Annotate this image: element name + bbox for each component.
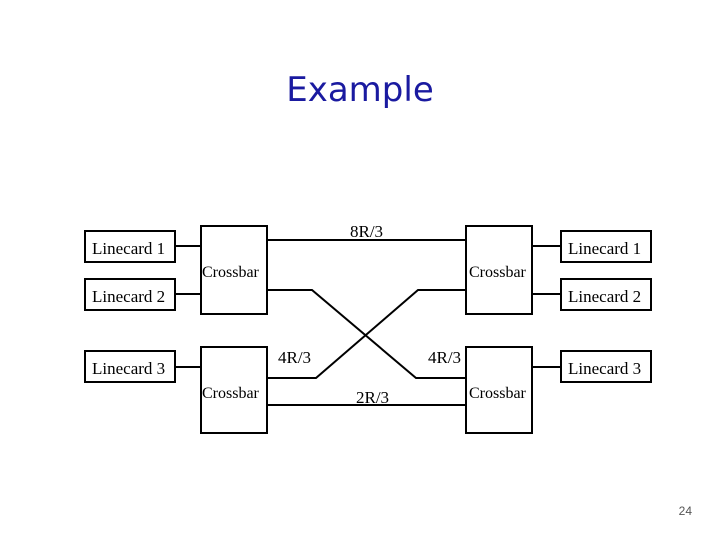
linecard-left-3: Linecard 3: [84, 350, 176, 383]
linecard-right-3-label: Linecard 3: [568, 359, 642, 378]
linecard-right-3: Linecard 3: [560, 350, 652, 383]
rate-bottom-label: 2R/3: [356, 388, 390, 407]
slide-title: Example: [286, 70, 434, 110]
crossbar-top-right-label: Crossbar: [469, 264, 526, 281]
linecard-left-1-label: Linecard 1: [92, 239, 166, 258]
crossbar-bottom-left: Crossbar: [200, 346, 268, 434]
crossbar-bottom-right-label: Crossbar: [469, 385, 526, 402]
linecard-left-2: Linecard 2: [84, 278, 176, 311]
link-cross-a: [267, 289, 465, 379]
page-number: 24: [678, 504, 692, 518]
linecard-left-2-label: Linecard 2: [92, 287, 166, 306]
linecard-right-2-label: Linecard 2: [568, 287, 642, 306]
link-cross-b: [267, 289, 465, 379]
linecard-right-1-label: Linecard 1: [568, 239, 642, 258]
linecard-left-3-label: Linecard 3: [92, 359, 166, 378]
rate-cross-left-label: 4R/3: [278, 348, 312, 367]
rate-top-label: 8R/3: [350, 222, 384, 241]
linecard-left-1: Linecard 1: [84, 230, 176, 263]
rate-cross-right-label: 4R/3: [428, 348, 462, 367]
crossbar-top-left-label: Crossbar: [202, 264, 259, 281]
crossbar-bottom-left-label: Crossbar: [202, 385, 259, 402]
crossbar-top-left: Crossbar: [200, 225, 268, 315]
linecard-right-1: Linecard 1: [560, 230, 652, 263]
crossbar-top-right: Crossbar: [465, 225, 533, 315]
crossbar-bottom-right: Crossbar: [465, 346, 533, 434]
linecard-right-2: Linecard 2: [560, 278, 652, 311]
